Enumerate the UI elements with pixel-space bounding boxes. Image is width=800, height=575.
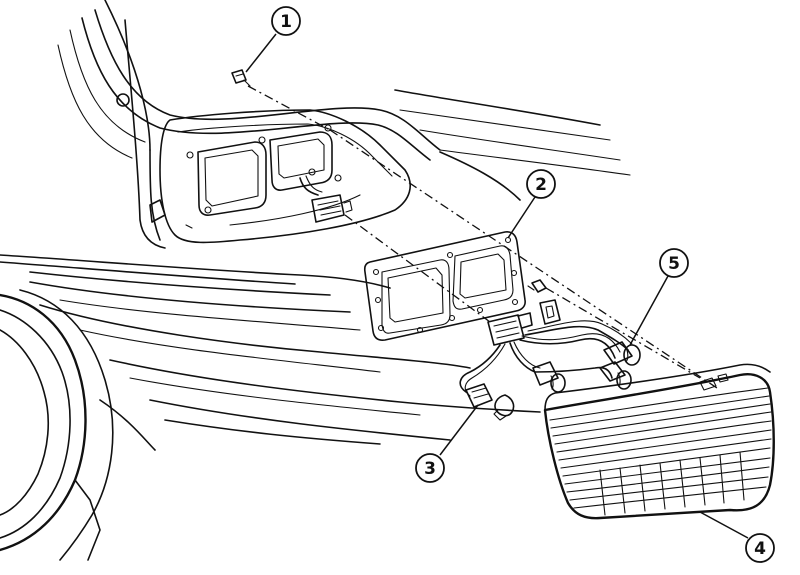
callout-4: 4 (699, 511, 775, 563)
wheel-arch (0, 289, 156, 561)
body-lamp-openings (186, 124, 342, 216)
callout-1-label: 1 (280, 12, 292, 32)
bulb-socket-middle (532, 361, 566, 393)
callout-2: 2 (507, 169, 556, 239)
tail-lamp-lens-4 (543, 363, 775, 520)
wiring-harness (459, 312, 633, 397)
callout-3: 3 (415, 404, 479, 483)
callout-1: 1 (245, 6, 301, 73)
callout-5: 5 (629, 248, 689, 346)
callout-4-label: 4 (754, 539, 766, 559)
body-wiring-connector (299, 175, 353, 223)
rear-bumper (0, 254, 541, 445)
callout-3-label: 3 (424, 459, 436, 479)
alignment-lines (247, 85, 721, 391)
vehicle-body (57, 0, 631, 249)
gasket-2 (363, 231, 526, 341)
callout-2-label: 2 (535, 175, 547, 195)
callout-5-label: 5 (668, 254, 680, 274)
clip-and-screw (527, 279, 561, 325)
bulb-socket-3 (465, 383, 515, 421)
screw-1 (231, 69, 251, 87)
